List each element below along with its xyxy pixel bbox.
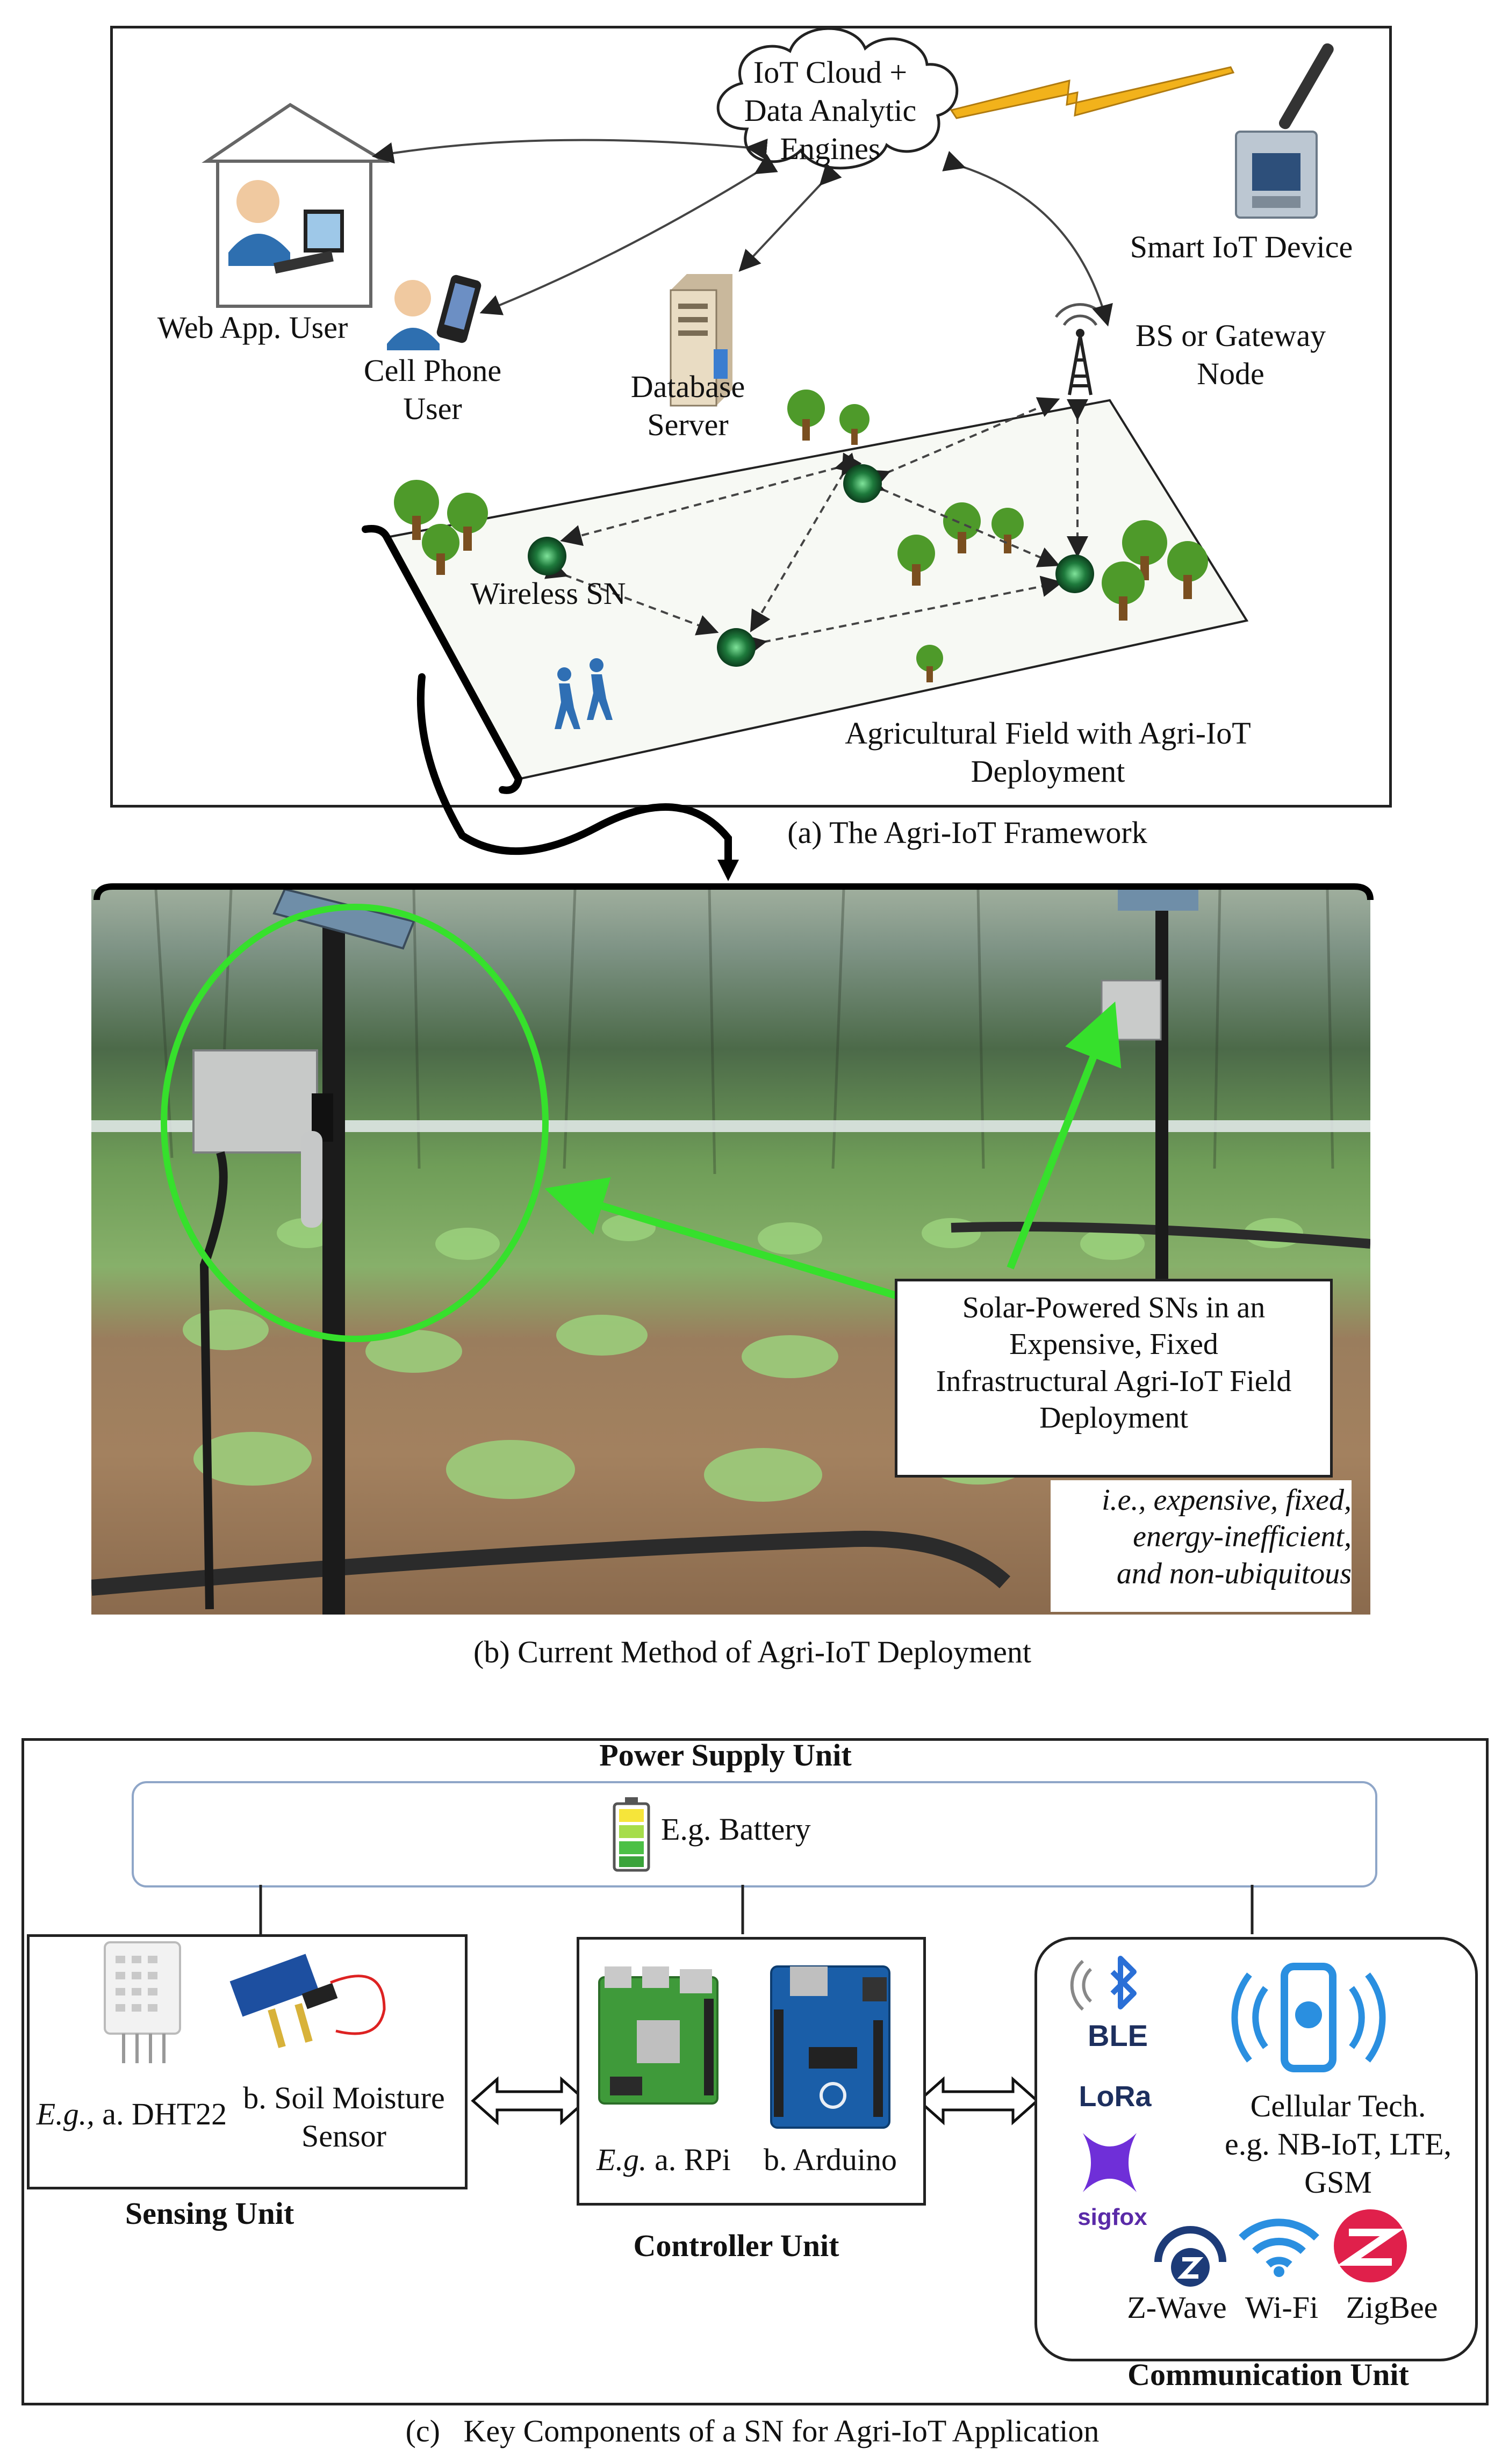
web-user-label: Web App. User bbox=[157, 310, 348, 345]
ctrl-a-text: a. RPi bbox=[646, 2142, 731, 2177]
battery-icon bbox=[613, 1797, 650, 1872]
double-arrow-right bbox=[917, 2076, 1039, 2126]
smart-device-label: Smart IoT Device bbox=[1130, 229, 1353, 264]
zigbee-label: ZigBee bbox=[1346, 2290, 1438, 2325]
double-arrow-left bbox=[471, 2076, 588, 2126]
zwave-icon bbox=[1154, 2226, 1226, 2287]
ctrl-b-label: b. Arduino bbox=[763, 2142, 897, 2177]
battery-label: E.g. Battery bbox=[661, 1812, 811, 1847]
panel-a-graphics bbox=[202, 27, 1334, 881]
field-label: Agricultural Field with Agri-IoT Deploym… bbox=[845, 716, 1251, 789]
photo-bracket bbox=[94, 883, 1374, 900]
unit-connectors bbox=[259, 1885, 1254, 1934]
sigfox-icon bbox=[1083, 2133, 1137, 2192]
power-title: Power Supply Unit bbox=[599, 1738, 852, 1773]
comm-title: Communication Unit bbox=[1127, 2357, 1409, 2392]
caption-b: (b) Current Method of Agri-IoT Deploymen… bbox=[473, 1634, 1031, 1669]
lightning-bolt-icon bbox=[950, 66, 1235, 119]
ble-label: BLE bbox=[1088, 2019, 1148, 2052]
note-box bbox=[1051, 1480, 1352, 1612]
wireless-sn-label: Wireless SN bbox=[470, 576, 626, 611]
bs-tower-icon bbox=[1054, 303, 1106, 395]
cell-user-label: Cell Phone User bbox=[363, 353, 502, 426]
web-user-icon bbox=[228, 180, 344, 274]
sensor-b-label: b. Soil Moisture Sensor bbox=[243, 2080, 445, 2153]
arduino-icon bbox=[770, 1965, 890, 2129]
highlights bbox=[161, 904, 1122, 1342]
cellular-icon bbox=[1231, 1963, 1386, 2072]
power-supply-box bbox=[132, 1781, 1377, 1887]
wireless-sensor-nodes bbox=[528, 464, 1094, 667]
callout-text: Solar-Powered SNs in an Expensive, Fixed… bbox=[936, 1291, 1292, 1435]
ctrl-a-label: E.g. a. RPi bbox=[578, 2141, 750, 2179]
panel-connector bbox=[362, 525, 732, 869]
sigfox-label: sigfox bbox=[1077, 2204, 1147, 2230]
raspberry-pi-icon bbox=[598, 1966, 718, 2105]
caption-a: (a) The Agri-IoT Framework bbox=[787, 815, 1147, 850]
ctrl-a-prefix: E.g. bbox=[597, 2142, 647, 2177]
house-icon bbox=[202, 103, 390, 308]
wifi-icon bbox=[1239, 2218, 1319, 2277]
sensing-title: Sensing Unit bbox=[125, 2196, 294, 2231]
photo-scene bbox=[91, 889, 1370, 1615]
panel-a-frame bbox=[110, 26, 1392, 808]
panel-c-frame bbox=[21, 1738, 1489, 2405]
dht22-sensor-icon bbox=[104, 1941, 181, 2063]
people-walking-icon bbox=[555, 658, 613, 729]
lora-label: LoRa bbox=[1079, 2080, 1152, 2113]
sensor-a-label: E.g., a. DHT22 bbox=[27, 2095, 236, 2134]
sensor-a-prefix: E.g., bbox=[36, 2096, 95, 2131]
note-text: i.e., expensive, fixed, energy-inefficie… bbox=[1102, 1483, 1352, 1590]
smart-iot-device-icon bbox=[1235, 43, 1334, 219]
wifi-label: Wi-Fi bbox=[1245, 2290, 1319, 2325]
cellular-label: Cellular Tech. e.g. NB-IoT, LTE, GSM bbox=[1224, 2088, 1452, 2200]
callout-box bbox=[895, 1279, 1333, 1478]
bs-gateway-label: BS or Gateway Node bbox=[1135, 318, 1326, 391]
highlight-ellipse bbox=[161, 904, 549, 1342]
network-links bbox=[372, 138, 1113, 327]
soil-moisture-sensor-icon bbox=[229, 1954, 386, 2048]
sensor-links bbox=[544, 397, 1088, 656]
zwave-label: Z-Wave bbox=[1127, 2290, 1227, 2325]
controller-title: Controller Unit bbox=[633, 2228, 839, 2263]
cell-user-icon bbox=[387, 275, 482, 350]
sensor-a-text: a. DHT22 bbox=[94, 2096, 227, 2131]
database-label: Database Server bbox=[630, 369, 745, 442]
zigbee-icon bbox=[1334, 2209, 1407, 2282]
cloud-label: IoT Cloud + Data Analytic Engines bbox=[744, 55, 917, 166]
caption-c: (c) Key Components of a SN for Agri-IoT … bbox=[405, 2413, 1100, 2448]
bluetooth-icon bbox=[1070, 1956, 1137, 2011]
